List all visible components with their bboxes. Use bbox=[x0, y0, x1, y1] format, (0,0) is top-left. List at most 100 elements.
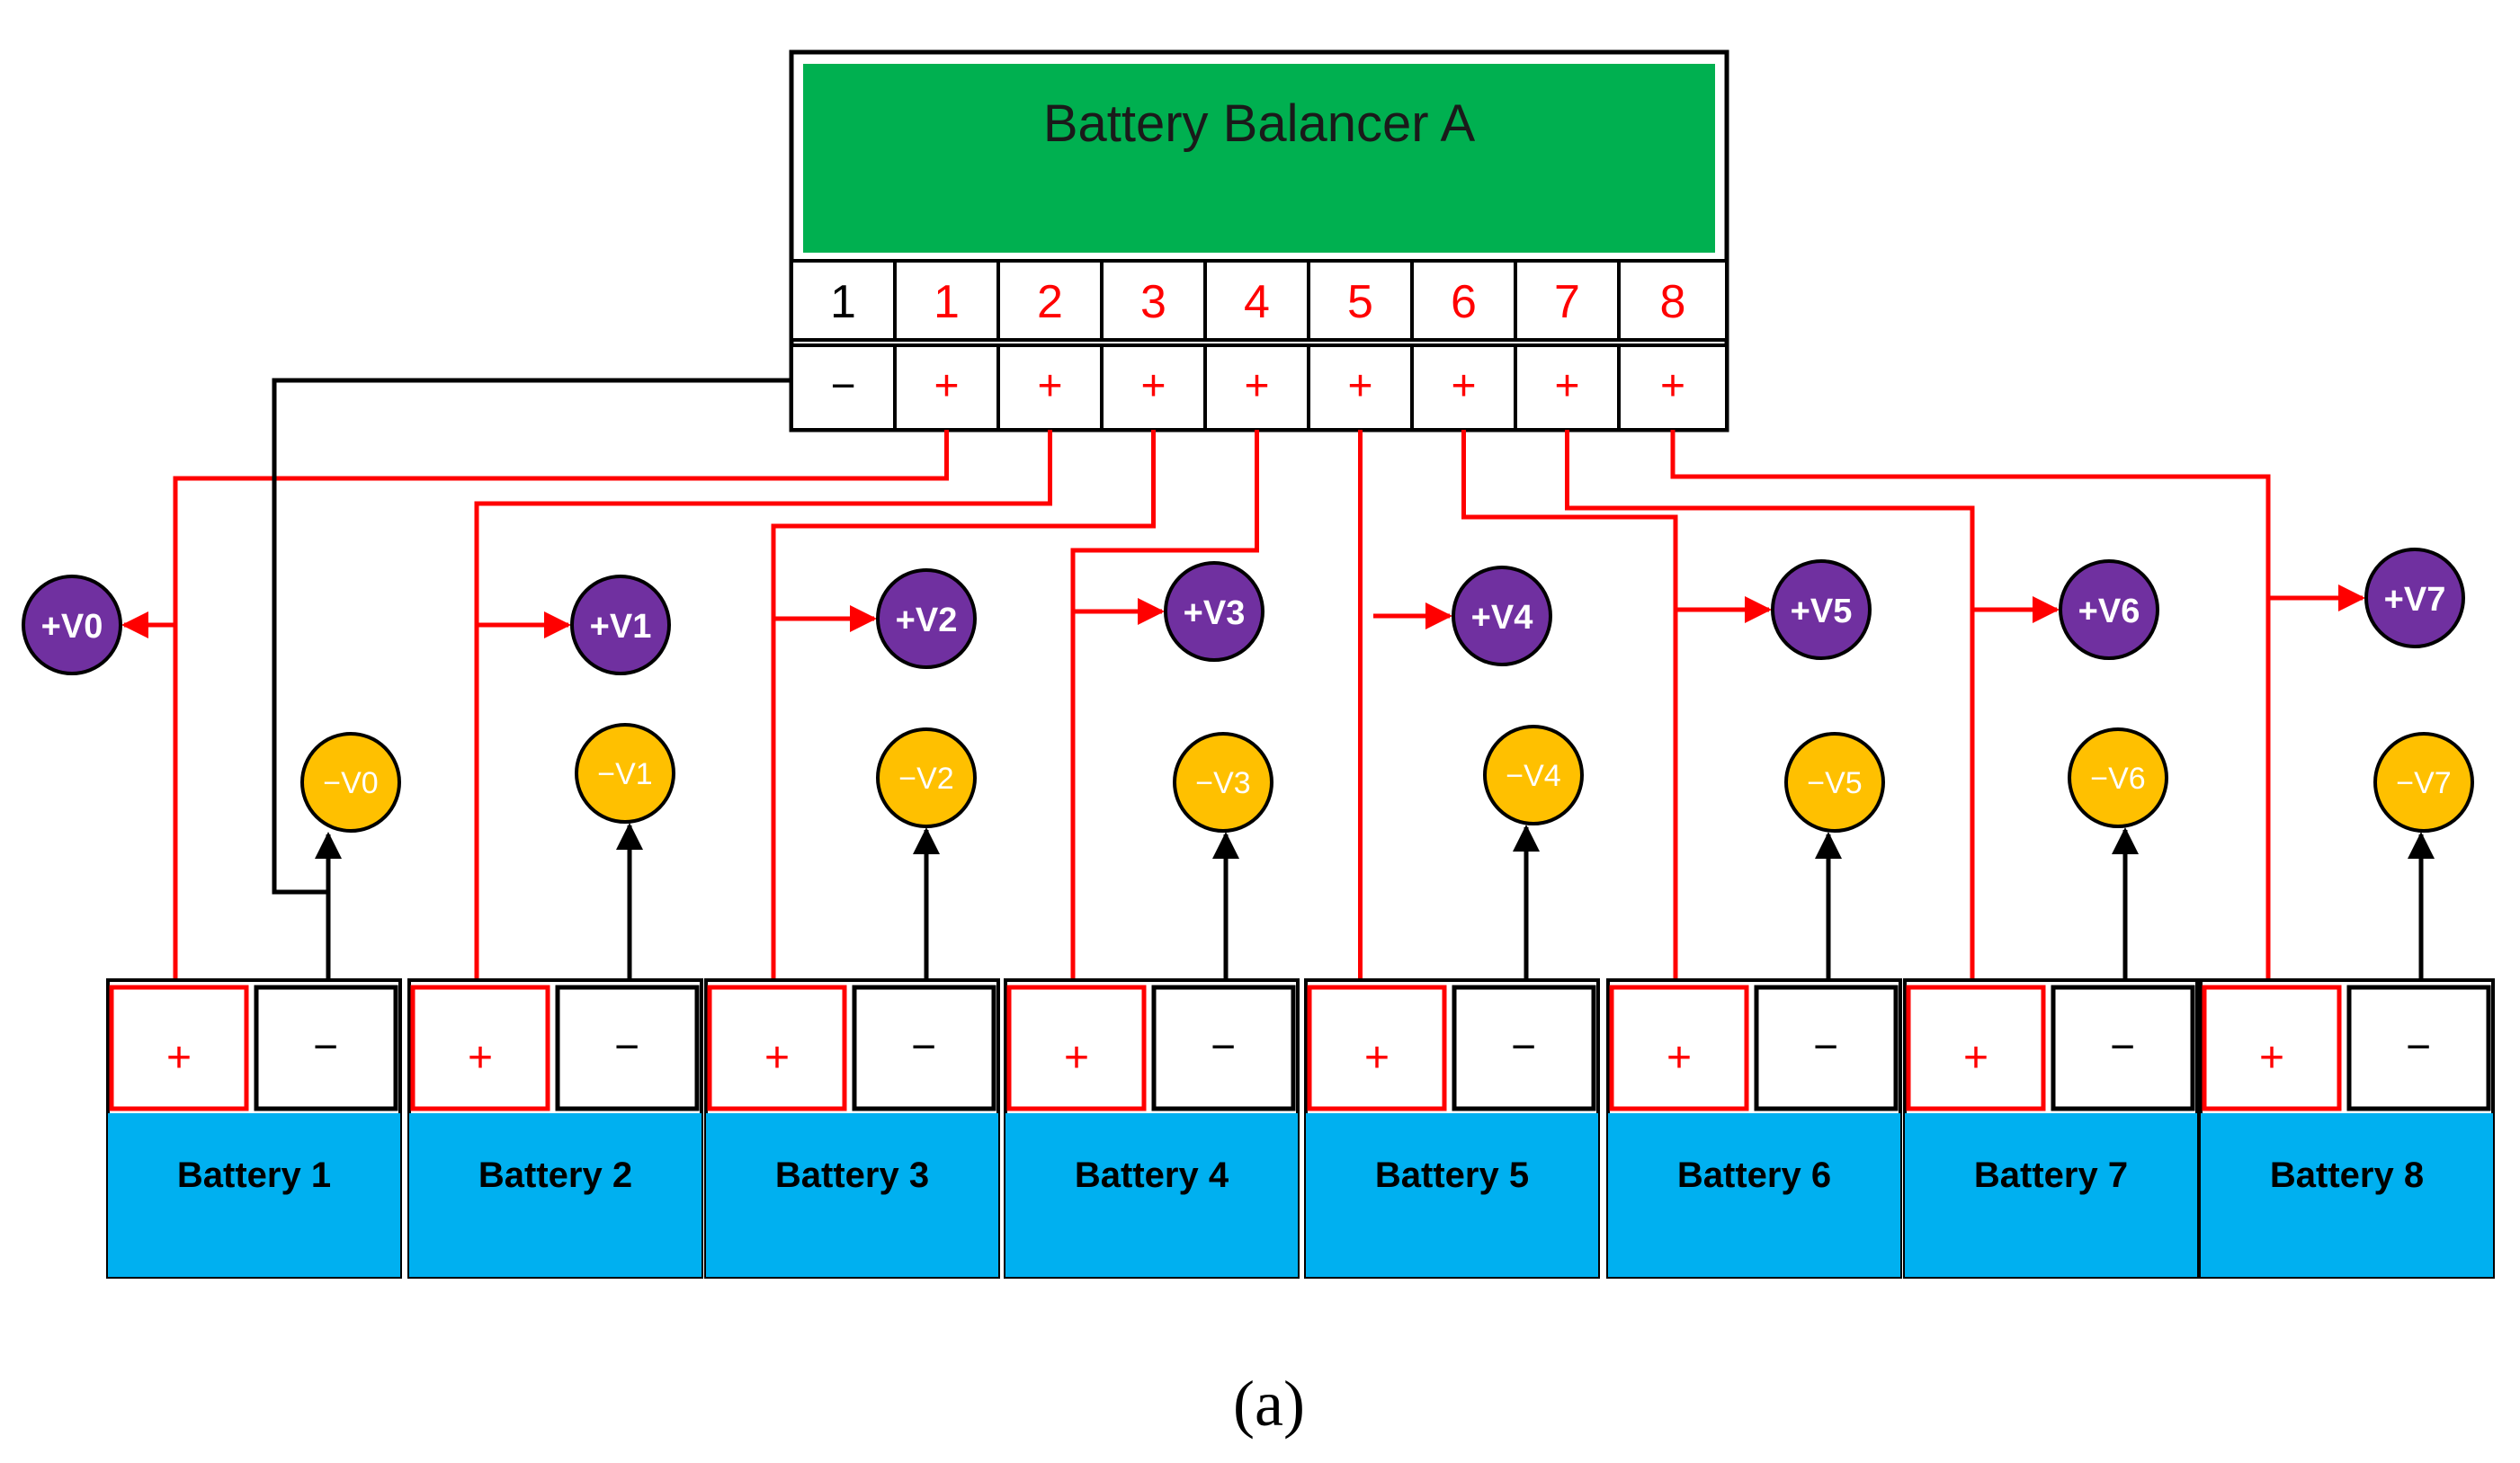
pin-number-label: 3 bbox=[1140, 276, 1166, 328]
battery-plus-terminal bbox=[109, 985, 249, 1111]
battery-4: +−Battery 4 bbox=[1004, 978, 1300, 1279]
figure-caption: (a) bbox=[1233, 1368, 1305, 1440]
pin-number-cell bbox=[1100, 259, 1207, 342]
battery-plus-terminal bbox=[410, 985, 550, 1111]
battery-minus-sign: − bbox=[313, 1023, 338, 1071]
battery-body bbox=[409, 1113, 701, 1277]
battery-2: + − Battery 2 bbox=[407, 978, 703, 1279]
positive-node-label: +V4 bbox=[1471, 599, 1533, 637]
positive-node-label: +V3 bbox=[1184, 594, 1246, 632]
pin-terminal-sign: + bbox=[1660, 362, 1685, 410]
negative-node-label: −V4 bbox=[1506, 759, 1560, 793]
battery-balancer: Battery Balancer A 1−1+2+3+4+5+6+7+8+ bbox=[789, 49, 1729, 433]
battery-label: Battery 2 bbox=[478, 1155, 632, 1195]
battery-5: + − Battery 5 bbox=[1304, 978, 1600, 1279]
pin-number-label: 7 bbox=[1554, 276, 1580, 328]
battery-minus-sign: − bbox=[1211, 1023, 1236, 1071]
battery-plus-sign: + bbox=[166, 1034, 192, 1082]
pin-number-cell bbox=[996, 259, 1104, 342]
positive-node-label: +V1 bbox=[590, 608, 652, 646]
battery-plus-sign: + bbox=[468, 1034, 493, 1082]
pin-number-cell bbox=[1617, 259, 1729, 342]
battery-7: +−Battery 7 bbox=[1903, 978, 2199, 1279]
positive-node bbox=[1771, 559, 1872, 660]
pin-terminal-sign: + bbox=[1347, 362, 1372, 410]
positive-node-label: +V2 bbox=[896, 602, 958, 639]
battery-body bbox=[2201, 1113, 2493, 1277]
positive-wire-6 bbox=[1461, 430, 1678, 980]
battery-minus-terminal bbox=[2051, 985, 2195, 1111]
negative-node-label: −V3 bbox=[1195, 766, 1250, 800]
pin-number-cell bbox=[1307, 259, 1414, 342]
wiring bbox=[173, 378, 2271, 980]
pin-terminal-sign: − bbox=[830, 362, 855, 410]
battery-minus-terminal bbox=[852, 985, 996, 1111]
battery-label: Battery 8 bbox=[2270, 1155, 2424, 1195]
battery-plus-terminal bbox=[2202, 985, 2342, 1111]
battery-row: +−Battery 1+−Battery 2+−Battery 3+−Batte… bbox=[106, 978, 2495, 1279]
battery-label: Battery 6 bbox=[1677, 1155, 1831, 1195]
negative-node-label: −V1 bbox=[597, 757, 652, 791]
negative-node-label: −V0 bbox=[323, 766, 378, 800]
negative-node bbox=[575, 723, 675, 824]
negative-node bbox=[1173, 732, 1273, 833]
pin-terminal-sign: + bbox=[1140, 362, 1166, 410]
pin-terminal-sign: + bbox=[934, 362, 959, 410]
balancer-title: Battery Balancer A bbox=[1043, 94, 1476, 153]
positive-node bbox=[570, 575, 671, 675]
pin-number-label: 6 bbox=[1451, 276, 1477, 328]
battery-label: Battery 7 bbox=[1974, 1155, 2128, 1195]
positive-wire-8 bbox=[1670, 430, 2271, 980]
negative-return-wire bbox=[272, 378, 791, 895]
battery-label: Battery 3 bbox=[775, 1155, 929, 1195]
positive-node-label: +V0 bbox=[41, 608, 103, 646]
battery-plus-terminal bbox=[1006, 985, 1147, 1111]
battery-minus-sign: − bbox=[1511, 1023, 1536, 1071]
positive-node-label: +V7 bbox=[2384, 581, 2446, 619]
battery-6: +−Battery 6 bbox=[1606, 978, 1902, 1279]
battery-label: Battery 1 bbox=[177, 1155, 331, 1195]
pin-number-label: 8 bbox=[1660, 276, 1686, 328]
pin-number-cell bbox=[790, 259, 897, 342]
battery-plus-terminal bbox=[707, 985, 847, 1111]
positive-node bbox=[2059, 559, 2159, 660]
positive-wire-1 bbox=[173, 430, 949, 980]
negative-node bbox=[876, 727, 977, 828]
battery-8: +−Battery 8 bbox=[2199, 978, 2495, 1279]
battery-minus-terminal bbox=[1151, 985, 1296, 1111]
pin-terminal-cell bbox=[790, 343, 897, 432]
pin-number-label: 2 bbox=[1037, 276, 1063, 328]
negative-node bbox=[1483, 725, 1584, 825]
battery-1: + − Battery 1 bbox=[106, 978, 402, 1279]
battery-body bbox=[1306, 1113, 1598, 1277]
battery-label: Battery 4 bbox=[1075, 1155, 1229, 1195]
pin-number-label: 1 bbox=[830, 276, 856, 328]
positive-wire-4 bbox=[1070, 430, 1259, 980]
pin-terminal-sign: + bbox=[1037, 362, 1062, 410]
positive-node bbox=[876, 568, 977, 669]
battery-minus-terminal bbox=[1452, 985, 1596, 1111]
battery-plus-sign: + bbox=[1364, 1034, 1390, 1082]
battery-minus-sign: − bbox=[614, 1023, 639, 1071]
negative-node bbox=[1784, 732, 1885, 833]
battery-plus-terminal bbox=[1609, 985, 1749, 1111]
battery-body bbox=[108, 1113, 400, 1277]
positive-node-label: +V6 bbox=[2078, 593, 2140, 630]
battery-plus-sign: + bbox=[764, 1034, 790, 1082]
positive-node bbox=[1452, 566, 1552, 666]
pin-number-cell bbox=[1410, 259, 1517, 342]
battery-plus-terminal bbox=[1307, 985, 1447, 1111]
pin-terminal-cell bbox=[1514, 343, 1621, 432]
battery-label: Battery 5 bbox=[1375, 1155, 1529, 1195]
battery-minus-terminal bbox=[1754, 985, 1899, 1111]
battery-minus-sign: − bbox=[911, 1023, 936, 1071]
battery-minus-terminal bbox=[2346, 985, 2491, 1111]
negative-node bbox=[300, 732, 401, 833]
pin-terminal-sign: + bbox=[1451, 362, 1476, 410]
pin-number-label: 1 bbox=[934, 276, 960, 328]
negative-node-label: −V7 bbox=[2396, 766, 2451, 800]
positive-wire-7 bbox=[1565, 430, 1975, 980]
battery-minus-sign: − bbox=[2406, 1023, 2431, 1071]
negative-node-label: −V6 bbox=[2090, 762, 2145, 796]
